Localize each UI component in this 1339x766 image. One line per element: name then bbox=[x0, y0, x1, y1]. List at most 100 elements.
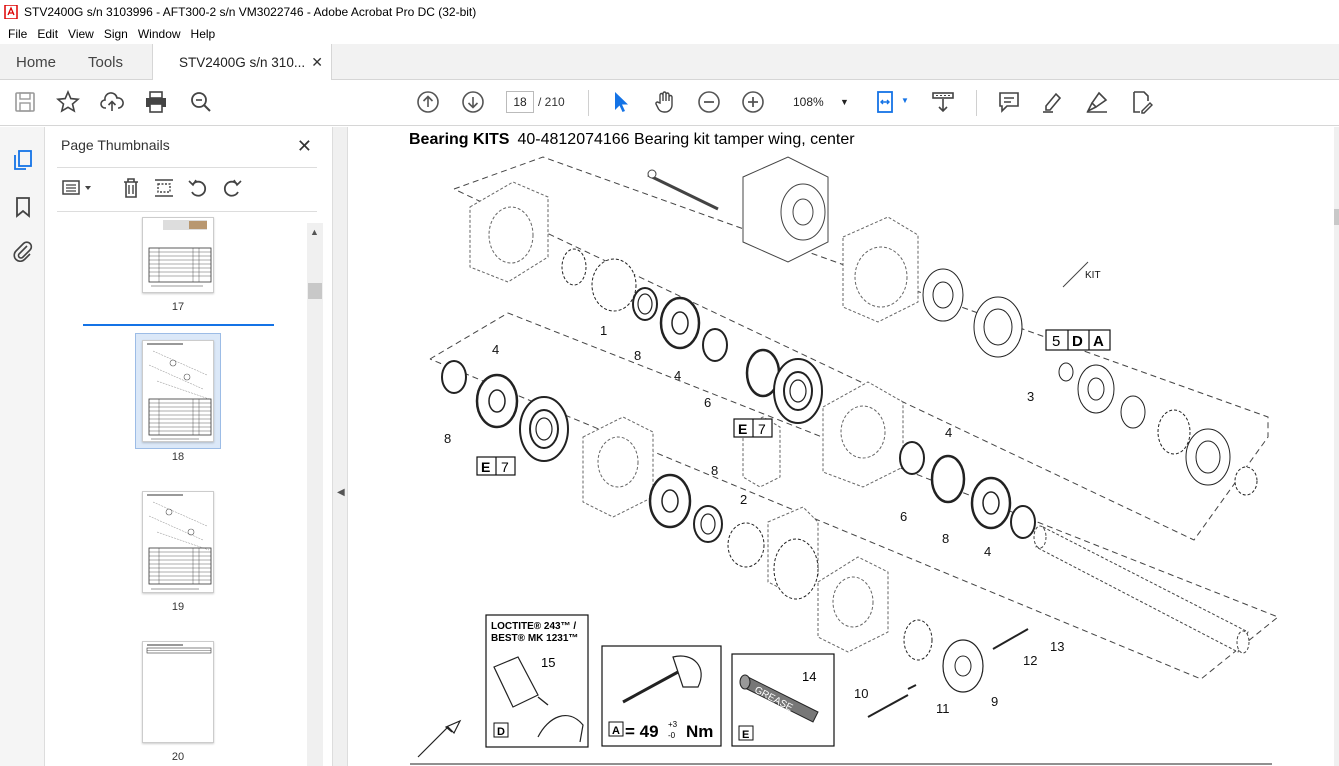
bolt-part bbox=[867, 628, 1029, 718]
menu-edit[interactable]: Edit bbox=[37, 27, 59, 41]
delete-page-icon[interactable] bbox=[121, 177, 141, 202]
torque-tolerance-minus: -0 bbox=[668, 731, 676, 740]
grease-instruction-panel: GREASE 14 E bbox=[731, 653, 835, 747]
comment-icon[interactable] bbox=[997, 90, 1021, 114]
menu-bar: File Edit View Sign Window Help bbox=[0, 24, 1339, 44]
callout-1: 1 bbox=[600, 323, 607, 338]
thumbnail-scrollbar[interactable]: ▲ bbox=[307, 223, 323, 766]
page-thumbnail-17[interactable] bbox=[142, 217, 214, 293]
scroll-up-icon[interactable]: ▲ bbox=[310, 227, 319, 237]
panel-splitter[interactable]: ◀ bbox=[332, 127, 348, 766]
bookmark-icon[interactable] bbox=[13, 196, 33, 221]
panel-tools bbox=[57, 175, 317, 203]
menu-help[interactable]: Help bbox=[190, 27, 216, 41]
close-tab-icon[interactable]: ✕ bbox=[311, 54, 323, 70]
page-number-input[interactable]: 18 bbox=[506, 91, 534, 113]
callout-4: 4 bbox=[984, 544, 991, 559]
scrollbar-thumb[interactable] bbox=[308, 283, 322, 299]
callout-8: 8 bbox=[634, 348, 641, 363]
panel-divider bbox=[57, 167, 317, 168]
star-icon[interactable] bbox=[56, 89, 80, 114]
menu-view[interactable]: View bbox=[68, 27, 94, 41]
document-view[interactable]: Bearing KITS 40-4812074166 Bearing kit ta… bbox=[348, 127, 1334, 766]
page-thumbnail-label: 17 bbox=[171, 301, 185, 313]
rotate-clockwise-icon[interactable] bbox=[221, 177, 243, 202]
scroll-mode-icon[interactable] bbox=[931, 90, 955, 114]
callout-6: 6 bbox=[900, 509, 907, 524]
upload-cloud-icon[interactable] bbox=[100, 90, 124, 114]
menu-window[interactable]: Window bbox=[137, 27, 181, 41]
left-navigation-rail bbox=[0, 127, 45, 766]
callout-2: 2 bbox=[740, 492, 747, 507]
toolbar-divider bbox=[976, 90, 977, 116]
grease-code-box: E 7 bbox=[476, 456, 516, 476]
highlight-pen-icon[interactable] bbox=[1041, 90, 1065, 114]
zoom-level-value: 108% bbox=[793, 95, 824, 109]
tab-home[interactable]: Home bbox=[16, 53, 57, 71]
page-heading: Bearing KITS 40-4812074166 Bearing kit ta… bbox=[409, 131, 855, 149]
page-thumbnail-label: 20 bbox=[171, 751, 185, 763]
panel-title: Page Thumbnails bbox=[61, 137, 170, 153]
print-icon[interactable] bbox=[144, 90, 168, 114]
zoom-out-icon[interactable] bbox=[697, 90, 721, 114]
select-cursor-icon[interactable] bbox=[609, 90, 633, 114]
callout-8: 8 bbox=[942, 531, 949, 546]
page-up-icon[interactable] bbox=[416, 90, 440, 114]
chevron-down-icon[interactable]: ▼ bbox=[901, 96, 909, 105]
page-fit-icon[interactable] bbox=[875, 90, 899, 114]
box-code-e: E bbox=[738, 421, 747, 437]
page-thumbnails-panel: Page Thumbnails ✕ 17 18 19 20 bbox=[45, 127, 332, 766]
document-scrollbar[interactable] bbox=[1334, 127, 1339, 766]
toolbar-divider bbox=[588, 90, 589, 116]
close-panel-icon[interactable]: ✕ bbox=[296, 136, 312, 156]
edit-document-icon[interactable] bbox=[1129, 90, 1154, 114]
attachment-icon[interactable] bbox=[12, 240, 34, 265]
scrollbar-thumb[interactable] bbox=[1334, 209, 1339, 225]
menu-sign[interactable]: Sign bbox=[103, 27, 128, 41]
acrobat-logo-icon bbox=[4, 5, 18, 19]
loctite-instruction-panel: LOCTITE® 243™ / BEST® MK 1231™ 15 D bbox=[485, 614, 589, 748]
zoom-search-icon[interactable] bbox=[189, 90, 213, 114]
zoom-level-select[interactable]: 108% ▼ bbox=[787, 91, 857, 113]
thumbnail-options-icon[interactable] bbox=[62, 179, 94, 200]
zoom-in-icon[interactable] bbox=[741, 90, 765, 114]
sign-pen-icon[interactable] bbox=[1085, 90, 1109, 114]
kit-code-a: A bbox=[1093, 333, 1104, 350]
box-code-7: 7 bbox=[758, 421, 766, 437]
panel-divider bbox=[57, 211, 317, 212]
loctite-label: LOCTITE® 243™ / bbox=[491, 621, 576, 632]
chevron-down-icon: ▼ bbox=[840, 97, 849, 107]
page-count: / 210 bbox=[538, 95, 565, 109]
hand-tool-icon[interactable] bbox=[653, 90, 677, 114]
page-thumbnail-18[interactable] bbox=[142, 340, 214, 442]
housing-part bbox=[469, 181, 919, 653]
bearing-rings bbox=[441, 248, 1258, 693]
kit-code-5: 5 bbox=[1052, 333, 1060, 350]
tab-bar: Home Tools STV2400G s/n 310... ✕ bbox=[0, 44, 1339, 81]
callout-14: 14 bbox=[802, 669, 816, 684]
page-thumbnail-20[interactable] bbox=[142, 641, 214, 743]
grease-code-box: E 7 bbox=[733, 418, 773, 438]
callout-12: 12 bbox=[1023, 653, 1037, 668]
save-icon[interactable] bbox=[13, 90, 37, 114]
loctite-letter: D bbox=[497, 726, 505, 738]
tab-tools[interactable]: Tools bbox=[88, 53, 124, 71]
torque-tolerance-plus: +3 bbox=[668, 720, 678, 729]
kit-code-d: D bbox=[1072, 333, 1083, 350]
extract-page-icon[interactable] bbox=[153, 177, 175, 202]
menu-file[interactable]: File bbox=[8, 27, 28, 41]
kits-heading: Bearing KITS bbox=[409, 131, 510, 148]
kit-description: 40-4812074166 Bearing kit tamper wing, c… bbox=[517, 131, 855, 148]
page-thumbnail-19[interactable] bbox=[142, 491, 214, 593]
collapse-panel-icon[interactable]: ◀ bbox=[337, 487, 345, 498]
box-code-7: 7 bbox=[501, 459, 509, 475]
tab-document-label: STV2400G s/n 310... bbox=[179, 55, 306, 70]
box-code-e: E bbox=[481, 459, 490, 475]
page-thumbnails-icon[interactable] bbox=[12, 149, 34, 174]
rotate-counterclockwise-icon[interactable] bbox=[187, 177, 209, 202]
tab-document[interactable]: STV2400G s/n 310... ✕ bbox=[152, 44, 332, 81]
callout-8: 8 bbox=[444, 431, 451, 446]
page-down-icon[interactable] bbox=[461, 90, 485, 114]
kit-boundary bbox=[429, 156, 1279, 680]
callout-6: 6 bbox=[704, 395, 711, 410]
